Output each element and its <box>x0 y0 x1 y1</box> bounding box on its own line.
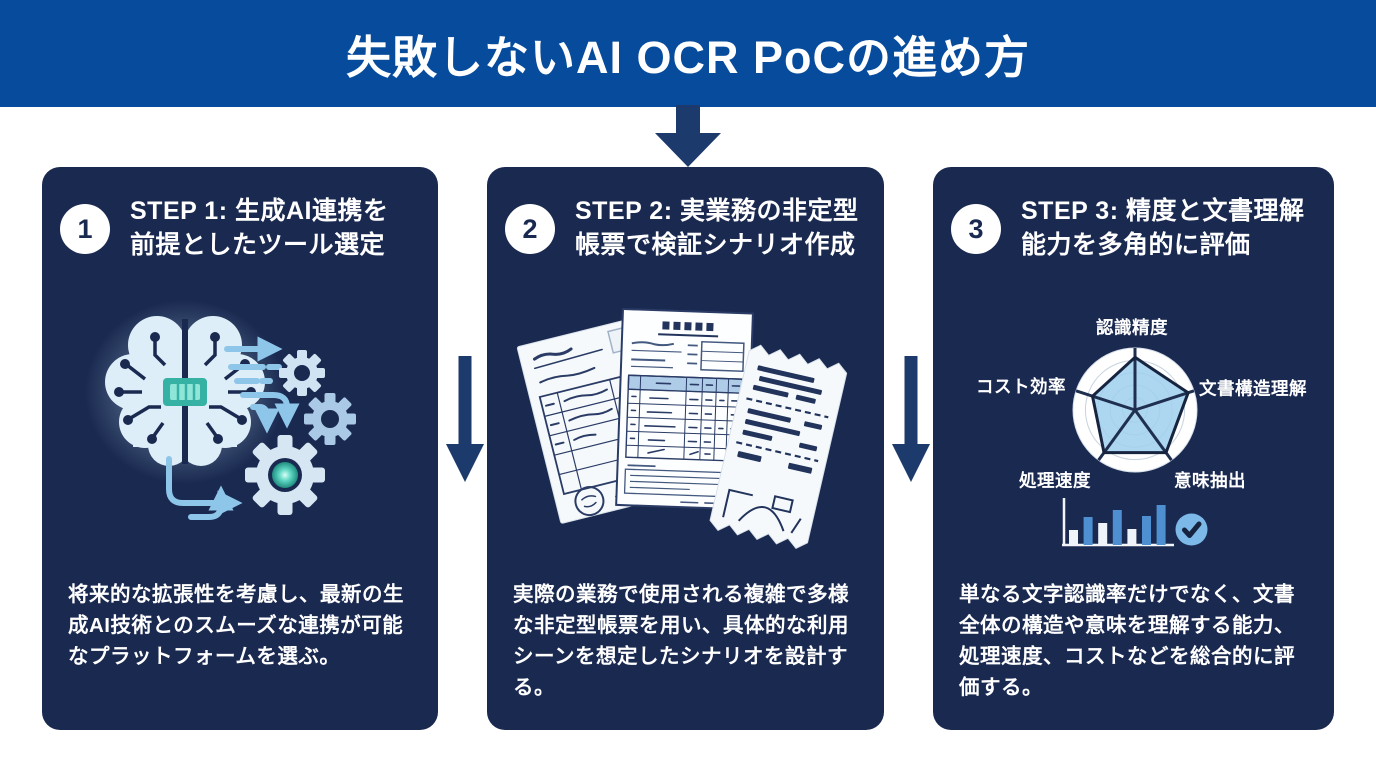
gear-small-icon <box>279 350 325 396</box>
step-number-badge: 1 <box>60 204 110 254</box>
radar-axis-label: 認識精度 <box>1096 317 1168 338</box>
documents-illustration <box>516 307 848 549</box>
step-2-header: 2 STEP 2: 実業務の非定型帳票で検証シナリオ作成 <box>505 195 872 262</box>
receipt-diagram <box>722 488 802 534</box>
step-1-description: 将来的な拡張性を考慮し、最新の生成AI技術とのスムーズな連携が可能なプラットフォ… <box>68 583 404 669</box>
gear-medium-icon <box>304 393 356 445</box>
step-3-header: 3 STEP 3: 精度と文書理解能力を多角的に評価 <box>951 195 1322 262</box>
radar-axis-label: 意味抽出 <box>1174 470 1246 491</box>
inter-card-arrow-icon <box>446 356 484 482</box>
title-banner: 失敗しないAI OCR PoCの進め方 <box>0 0 1376 107</box>
step-3-title: STEP 3: 精度と文書理解能力を多角的に評価 <box>1021 195 1304 262</box>
step-3-description: 単なる文字認識率だけでなく、文書全体の構造や意味を理解する能力、処理速度、コスト… <box>959 583 1295 700</box>
gear-core-glow <box>272 462 298 488</box>
step-2-title: STEP 2: 実業務の非定型帳票で検証シナリオ作成 <box>575 195 858 262</box>
receipt-icon <box>709 344 848 549</box>
gear-large-icon <box>245 435 325 515</box>
page-title: 失敗しないAI OCR PoCの進め方 <box>345 32 1030 83</box>
step-1-title-line2: 前提としたツール選定 <box>130 230 386 259</box>
chip-icon <box>163 378 207 406</box>
step-number-badge: 2 <box>505 204 555 254</box>
step-2-title-line2: 帳票で検証シナリオ作成 <box>575 230 856 259</box>
step-1-title: STEP 1: 生成AI連携を前提としたツール選定 <box>130 195 388 262</box>
step-1-header: 1 STEP 1: 生成AI連携を前提としたツール選定 <box>60 195 426 262</box>
step-card-2: 2 STEP 2: 実業務の非定型帳票で検証シナリオ作成 <box>487 167 884 730</box>
flow-arrows <box>166 336 300 520</box>
step-3-title-line2: 能力を多角的に評価 <box>1021 230 1251 259</box>
step-number-badge: 3 <box>951 204 1001 254</box>
radar-axis-label: 処理速度 <box>1019 470 1091 491</box>
step-3-title-line1: STEP 3: 精度と文書理解 <box>1021 197 1305 225</box>
radar-axis-label: 文書構造理解 <box>1199 378 1307 399</box>
radar-chart <box>1072 347 1198 473</box>
check-icon <box>1175 513 1208 546</box>
step-card-3: 3 STEP 3: 精度と文書理解能力を多角的に評価 認識精度 文書構造理解 意… <box>933 167 1334 730</box>
brain-circuit-gears-icon <box>85 300 356 520</box>
step-1-title-line1: STEP 1: 生成AI連携を <box>130 197 389 225</box>
step-2-description: 実際の業務で使用される複雑で多様な非定型帳票を用い、具体的な利用シーンを想定した… <box>513 583 849 700</box>
brain-icon <box>105 316 265 466</box>
inter-card-arrow-icon <box>892 356 930 482</box>
radar-axis-label: コスト効率 <box>976 376 1066 397</box>
flow-down-arrow-icon <box>655 105 721 167</box>
step-2-title-line1: STEP 2: 実業務の非定型 <box>575 197 859 225</box>
bar-chart <box>1062 498 1174 547</box>
step-card-1: 1 STEP 1: 生成AI連携を前提としたツール選定 <box>42 167 438 730</box>
